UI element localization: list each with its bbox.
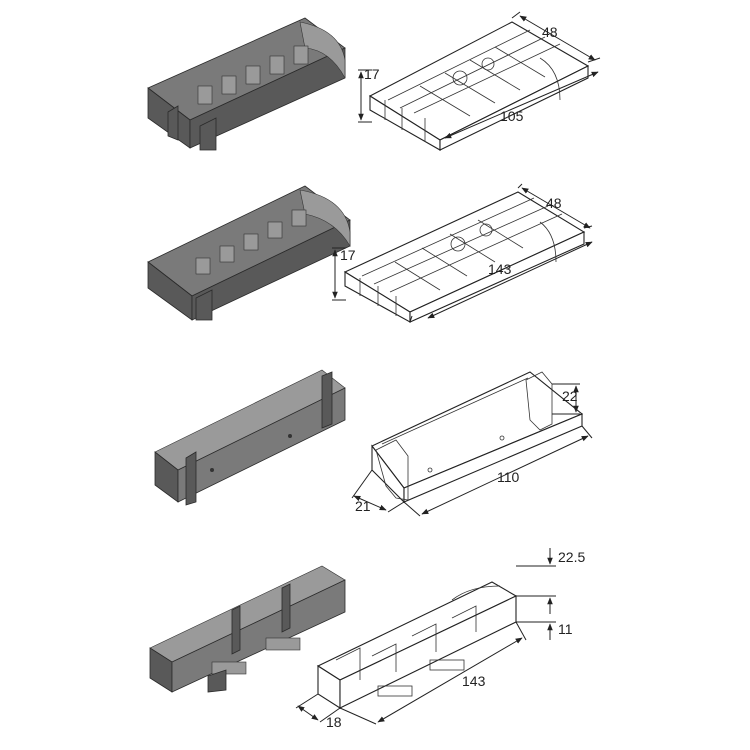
part-1-rendered-view <box>147 17 346 151</box>
part-4-width-label: 18 <box>326 714 342 730</box>
part-3-dimensions: 22 110 21 <box>351 383 593 517</box>
part-1-height-label: 17 <box>364 66 380 82</box>
part-4-height-base-label: 11 <box>558 621 573 637</box>
part-1-dimensions: 17 48 105 <box>358 11 601 150</box>
part-3-length-label: 110 <box>497 469 520 485</box>
part-2-length-label: 143 <box>488 261 512 277</box>
part-3-height-label: 22 <box>562 388 578 404</box>
part-3-rendered-view <box>154 369 346 506</box>
part-2-rendered-view <box>147 185 351 321</box>
part-1-width-label: 48 <box>542 24 558 40</box>
part-3-line-drawing <box>371 371 584 504</box>
part-4-dimensions: 22.5 11 143 18 <box>295 548 585 730</box>
part-4-rendered-view <box>149 565 346 693</box>
part-2-line-drawing <box>343 191 586 323</box>
part-2-height-label: 17 <box>340 247 356 263</box>
part-4-line-drawing <box>316 581 518 710</box>
part-4-length-label: 143 <box>462 673 486 689</box>
part-1-length-label: 105 <box>500 108 524 124</box>
part-4-height-total-label: 22.5 <box>558 549 585 565</box>
part-3-width-label: 21 <box>355 498 371 514</box>
part-2-dimensions: 17 48 143 <box>332 183 593 323</box>
part-2-width-label: 48 <box>546 195 562 211</box>
part-1-line-drawing <box>368 21 590 151</box>
